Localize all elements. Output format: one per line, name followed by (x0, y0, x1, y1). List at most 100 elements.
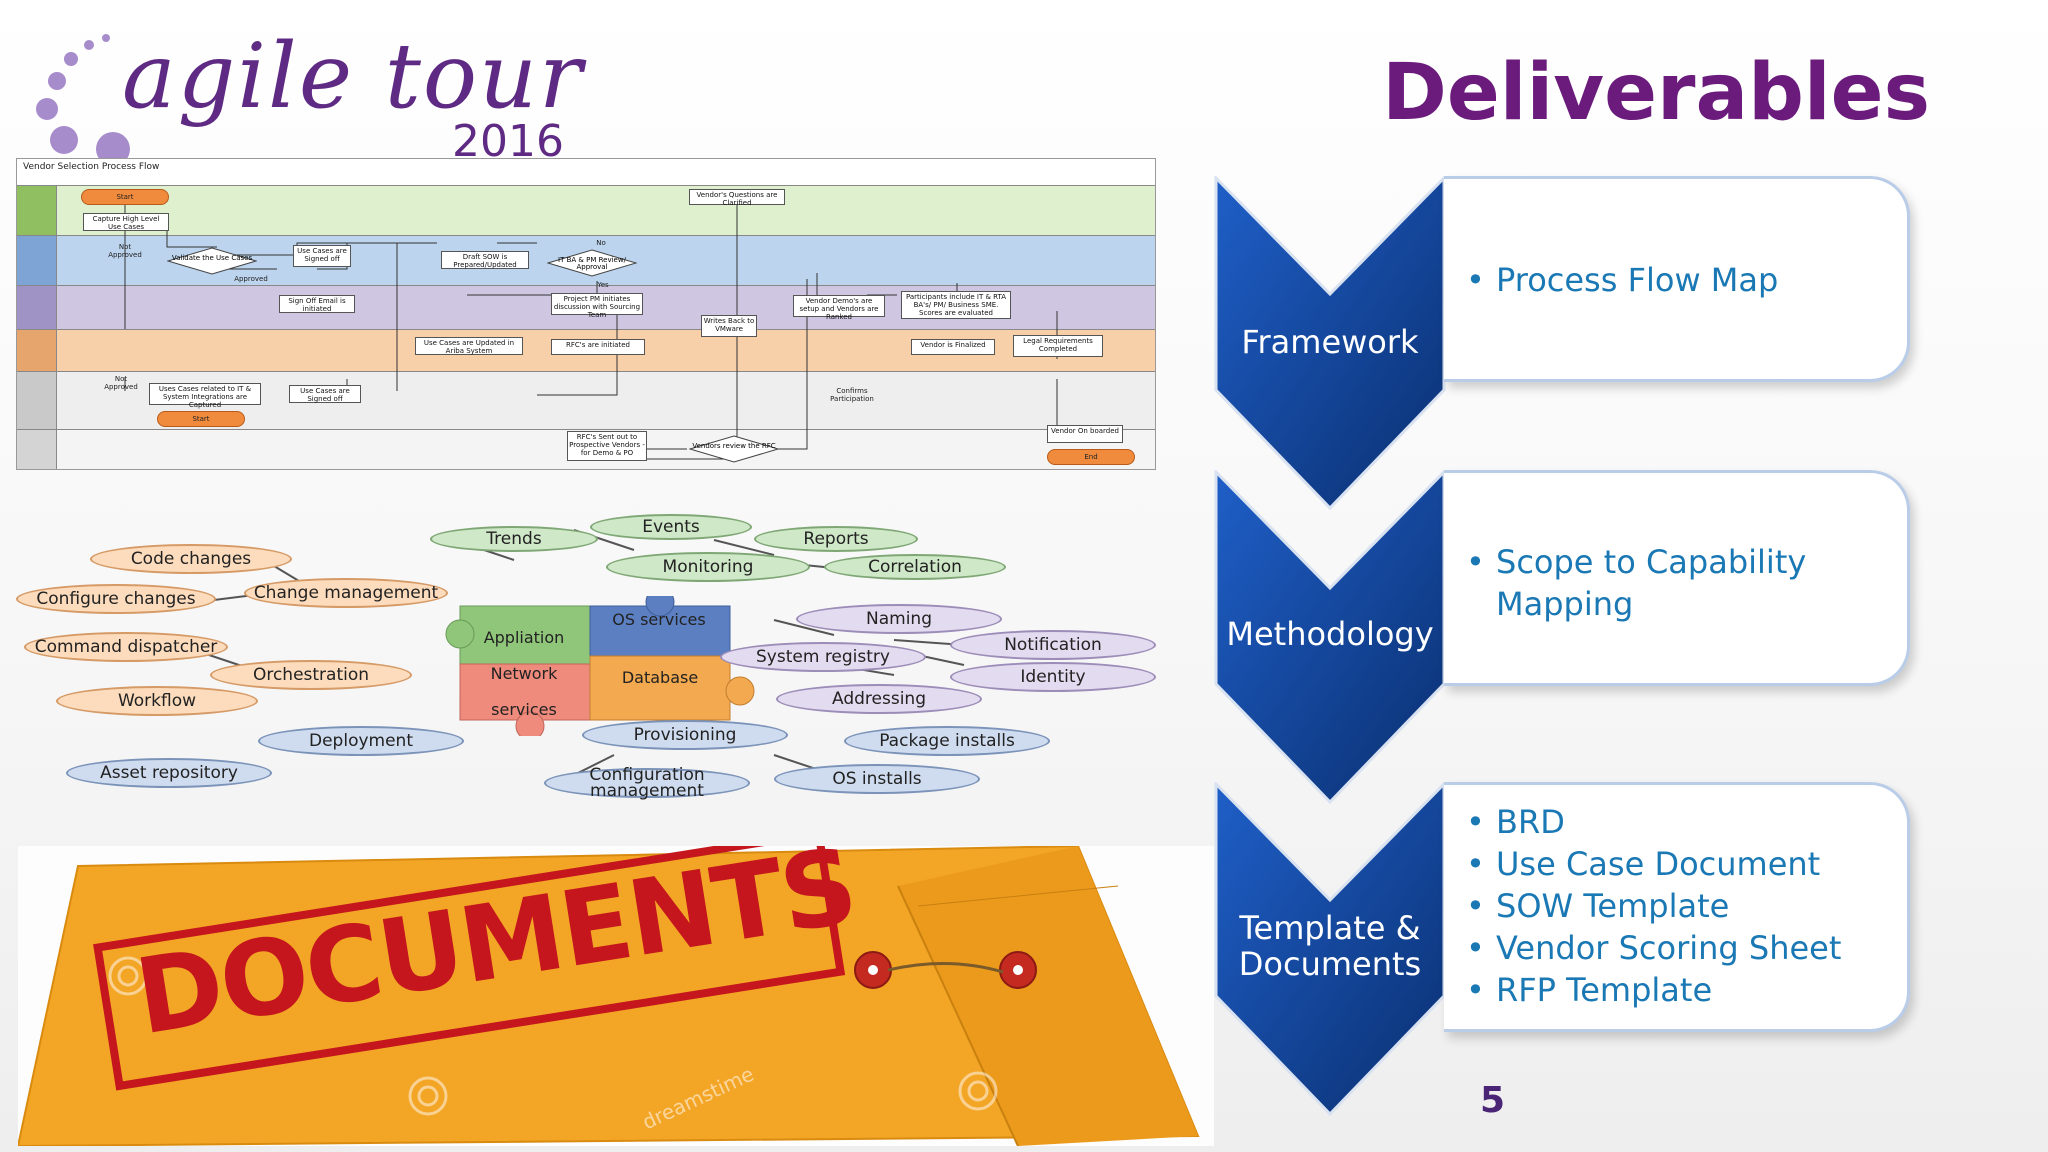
mindmap-node: Package installs (844, 726, 1050, 756)
puzzle-piece-label: Appliation (483, 628, 565, 647)
chevron-label: Template & Documents (1238, 909, 1422, 983)
flow-decision-text: IT BA & PM Review/ Approval (558, 256, 626, 271)
flow-box: Writes Back to VMware (701, 315, 757, 337)
slide-title: Deliverables (1382, 48, 1930, 138)
bullet-item: •Process Flow Map (1466, 261, 1779, 299)
deliverables-panel: •Process Flow Map (1444, 176, 1910, 382)
flow-box: Capture High Level Use Cases (83, 213, 169, 231)
flow-note: Not Approved (108, 243, 142, 259)
flow-decision-text: Validate the Use Cases (171, 254, 253, 262)
logo-text: agile tour (122, 24, 585, 129)
flow-box: Sign Off Email is initiated (279, 295, 355, 313)
flow-box: Project PM initiates discussion with Sou… (551, 293, 643, 319)
flow-box: Vendor On boarded (1047, 425, 1123, 443)
logo-dot (50, 126, 78, 154)
flow-box: Legal Requirements Completed (1013, 335, 1103, 357)
bullet-item: •RFP Template (1466, 971, 1713, 1009)
bullet-list: •BRD •Use Case Document •SOW Template •V… (1466, 801, 1841, 1011)
puzzle-piece-label: OS services (612, 610, 706, 629)
chevron-label: Framework (1241, 323, 1419, 361)
flow-box: RFC's are initiated (551, 339, 645, 355)
flow-end-oval: End (1047, 449, 1135, 465)
bullet-item: •Use Case Document (1466, 845, 1821, 883)
mindmap-node: Naming (796, 604, 1002, 634)
logo-dot (48, 72, 66, 90)
logo-dot (84, 40, 94, 50)
deliverables-panel: •Scope to Capability Mapping (1444, 470, 1910, 686)
bullet-item: •Scope to Capability Mapping (1466, 543, 1807, 623)
lane-label (17, 430, 57, 469)
lane-label (17, 236, 57, 285)
envelope-graphic (18, 846, 1200, 1146)
flow-note: Confirms Participation (830, 387, 874, 403)
flow-lane (17, 185, 1155, 235)
puzzle-graphic (445, 596, 755, 736)
flow-box: Use Cases are Updated in Ariba System (415, 337, 523, 355)
flow-box: Vendor Demo's are setup and Vendors are … (793, 295, 885, 321)
lane-label (17, 286, 57, 329)
flow-start-oval: Start (157, 411, 245, 427)
mindmap-node: OS installs (774, 764, 980, 794)
mindmap-node: Correlation (824, 554, 1006, 580)
bullet-item: •BRD (1466, 803, 1565, 841)
flow-box: Vendor is Finalized (911, 339, 995, 355)
mindmap-node: Code changes (90, 544, 292, 574)
chevron-framework: Framework (1214, 176, 1446, 510)
flow-note: Approved (234, 275, 268, 283)
bullet-list: •Process Flow Map (1466, 259, 1778, 301)
bullet-item: •Vendor Scoring Sheet (1466, 929, 1842, 967)
bullet-icon: • (1466, 929, 1485, 967)
flow-note: No (596, 239, 606, 247)
chevron-methodology: Methodology (1214, 470, 1446, 804)
mindmap-node: Provisioning (582, 720, 788, 750)
mindmap-node: Trends (430, 526, 598, 552)
flow-box: Use Cases are Signed off (293, 245, 351, 267)
bullet-icon: • (1466, 971, 1485, 1009)
flow-box: Draft SOW is Prepared/Updated (441, 251, 529, 269)
flow-box: Participants include IT & RTA BA's/ PM/ … (901, 291, 1011, 319)
bullet-icon: • (1466, 845, 1485, 883)
mindmap-image: Code changes Configure changes Change ma… (14, 500, 1164, 810)
process-flow-image: Vendor Selection Process Flow Start Capt… (16, 158, 1156, 470)
mindmap-node: Addressing (776, 684, 982, 714)
lane-label (17, 186, 57, 235)
flow-decision-text: Vendors review the RFC (692, 442, 776, 450)
mindmap-node: Monitoring (606, 552, 810, 582)
mindmap-node: Notification (950, 630, 1156, 660)
mindmap-node: Deployment (258, 726, 464, 756)
mindmap-node: Events (590, 514, 752, 540)
mindmap-node: Reports (754, 526, 918, 552)
flow-start-oval: Start (81, 189, 169, 205)
bullet-list: •Scope to Capability Mapping (1466, 541, 1806, 625)
bullet-icon: • (1466, 261, 1485, 299)
logo-dot (36, 98, 58, 120)
flow-box: Use Cases are Signed off (289, 385, 361, 403)
flow-note: Not Approved (104, 375, 138, 391)
mindmap-node: Identity (950, 662, 1156, 692)
lane-label (17, 330, 57, 371)
mindmap-node: Command dispatcher (24, 632, 228, 662)
flow-title: Vendor Selection Process Flow (23, 162, 160, 172)
mindmap-node: System registry (720, 642, 926, 672)
documents-envelope-image: DOCUMENTS dreamstime (18, 846, 1214, 1146)
puzzle-piece-label: services (491, 700, 557, 719)
chevron-shape (1214, 176, 1446, 510)
mindmap-node: Orchestration (210, 660, 412, 690)
bullet-icon: • (1466, 543, 1485, 581)
mindmap-node: Workflow (56, 686, 258, 716)
deliverables-panel: •BRD •Use Case Document •SOW Template •V… (1444, 782, 1910, 1032)
mindmap-node: Asset repository (66, 758, 272, 788)
puzzle-piece-label: Network (490, 664, 558, 683)
flow-box: RFC's Sent out to Prospective Vendors - … (567, 431, 647, 461)
flow-note: Yes (597, 281, 609, 289)
agile-tour-logo: agile tour 2016 (20, 20, 582, 170)
mindmap-node: Configuration management (544, 767, 750, 800)
bullet-icon: • (1466, 803, 1485, 841)
puzzle-piece-label: Database (621, 668, 699, 687)
bullet-icon: • (1466, 887, 1485, 925)
chevron-template-documents: Template & Documents (1214, 782, 1446, 1116)
lane-label (17, 372, 57, 429)
mindmap-node: Change management (244, 578, 448, 608)
chevron-label: Methodology (1226, 615, 1434, 653)
flow-decision: IT BA & PM Review/ Approval (547, 249, 637, 277)
